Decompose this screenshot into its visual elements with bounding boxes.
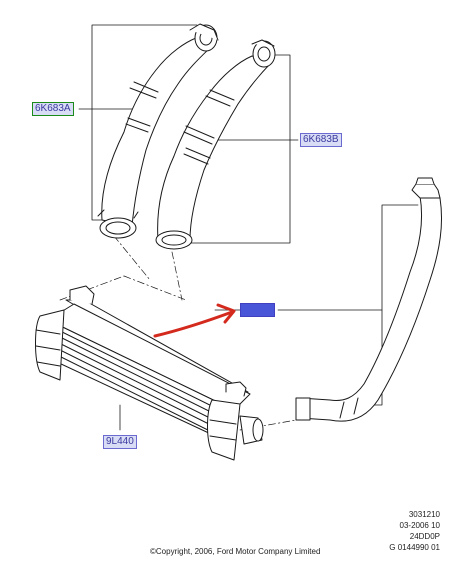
footer-drawing-id: G 0144990 01	[389, 543, 440, 552]
intercooler-shape	[35, 285, 264, 461]
part-label-6k683b[interactable]: 6K683B	[300, 133, 342, 147]
part-label-6k683[interactable]: 6K683	[240, 303, 275, 317]
hose-6k683b-shape	[155, 39, 276, 250]
footer-date-code: 03-2006 10	[399, 521, 440, 530]
footer-copyright: ©Copyright, 2006, Ford Motor Company Lim…	[150, 547, 321, 556]
leader-lines	[78, 24, 419, 431]
hose-6k683a-shape	[97, 23, 219, 239]
pipe-6k683-shape	[295, 177, 442, 422]
part-label-9l440[interactable]: 9L440	[103, 435, 137, 449]
highlight-arrow	[153, 303, 236, 338]
part-label-6k683a[interactable]: 6K683A	[32, 102, 74, 116]
footer-ref-number: 3031210	[408, 510, 440, 519]
footer-model-code: 24DD0P	[409, 532, 440, 541]
